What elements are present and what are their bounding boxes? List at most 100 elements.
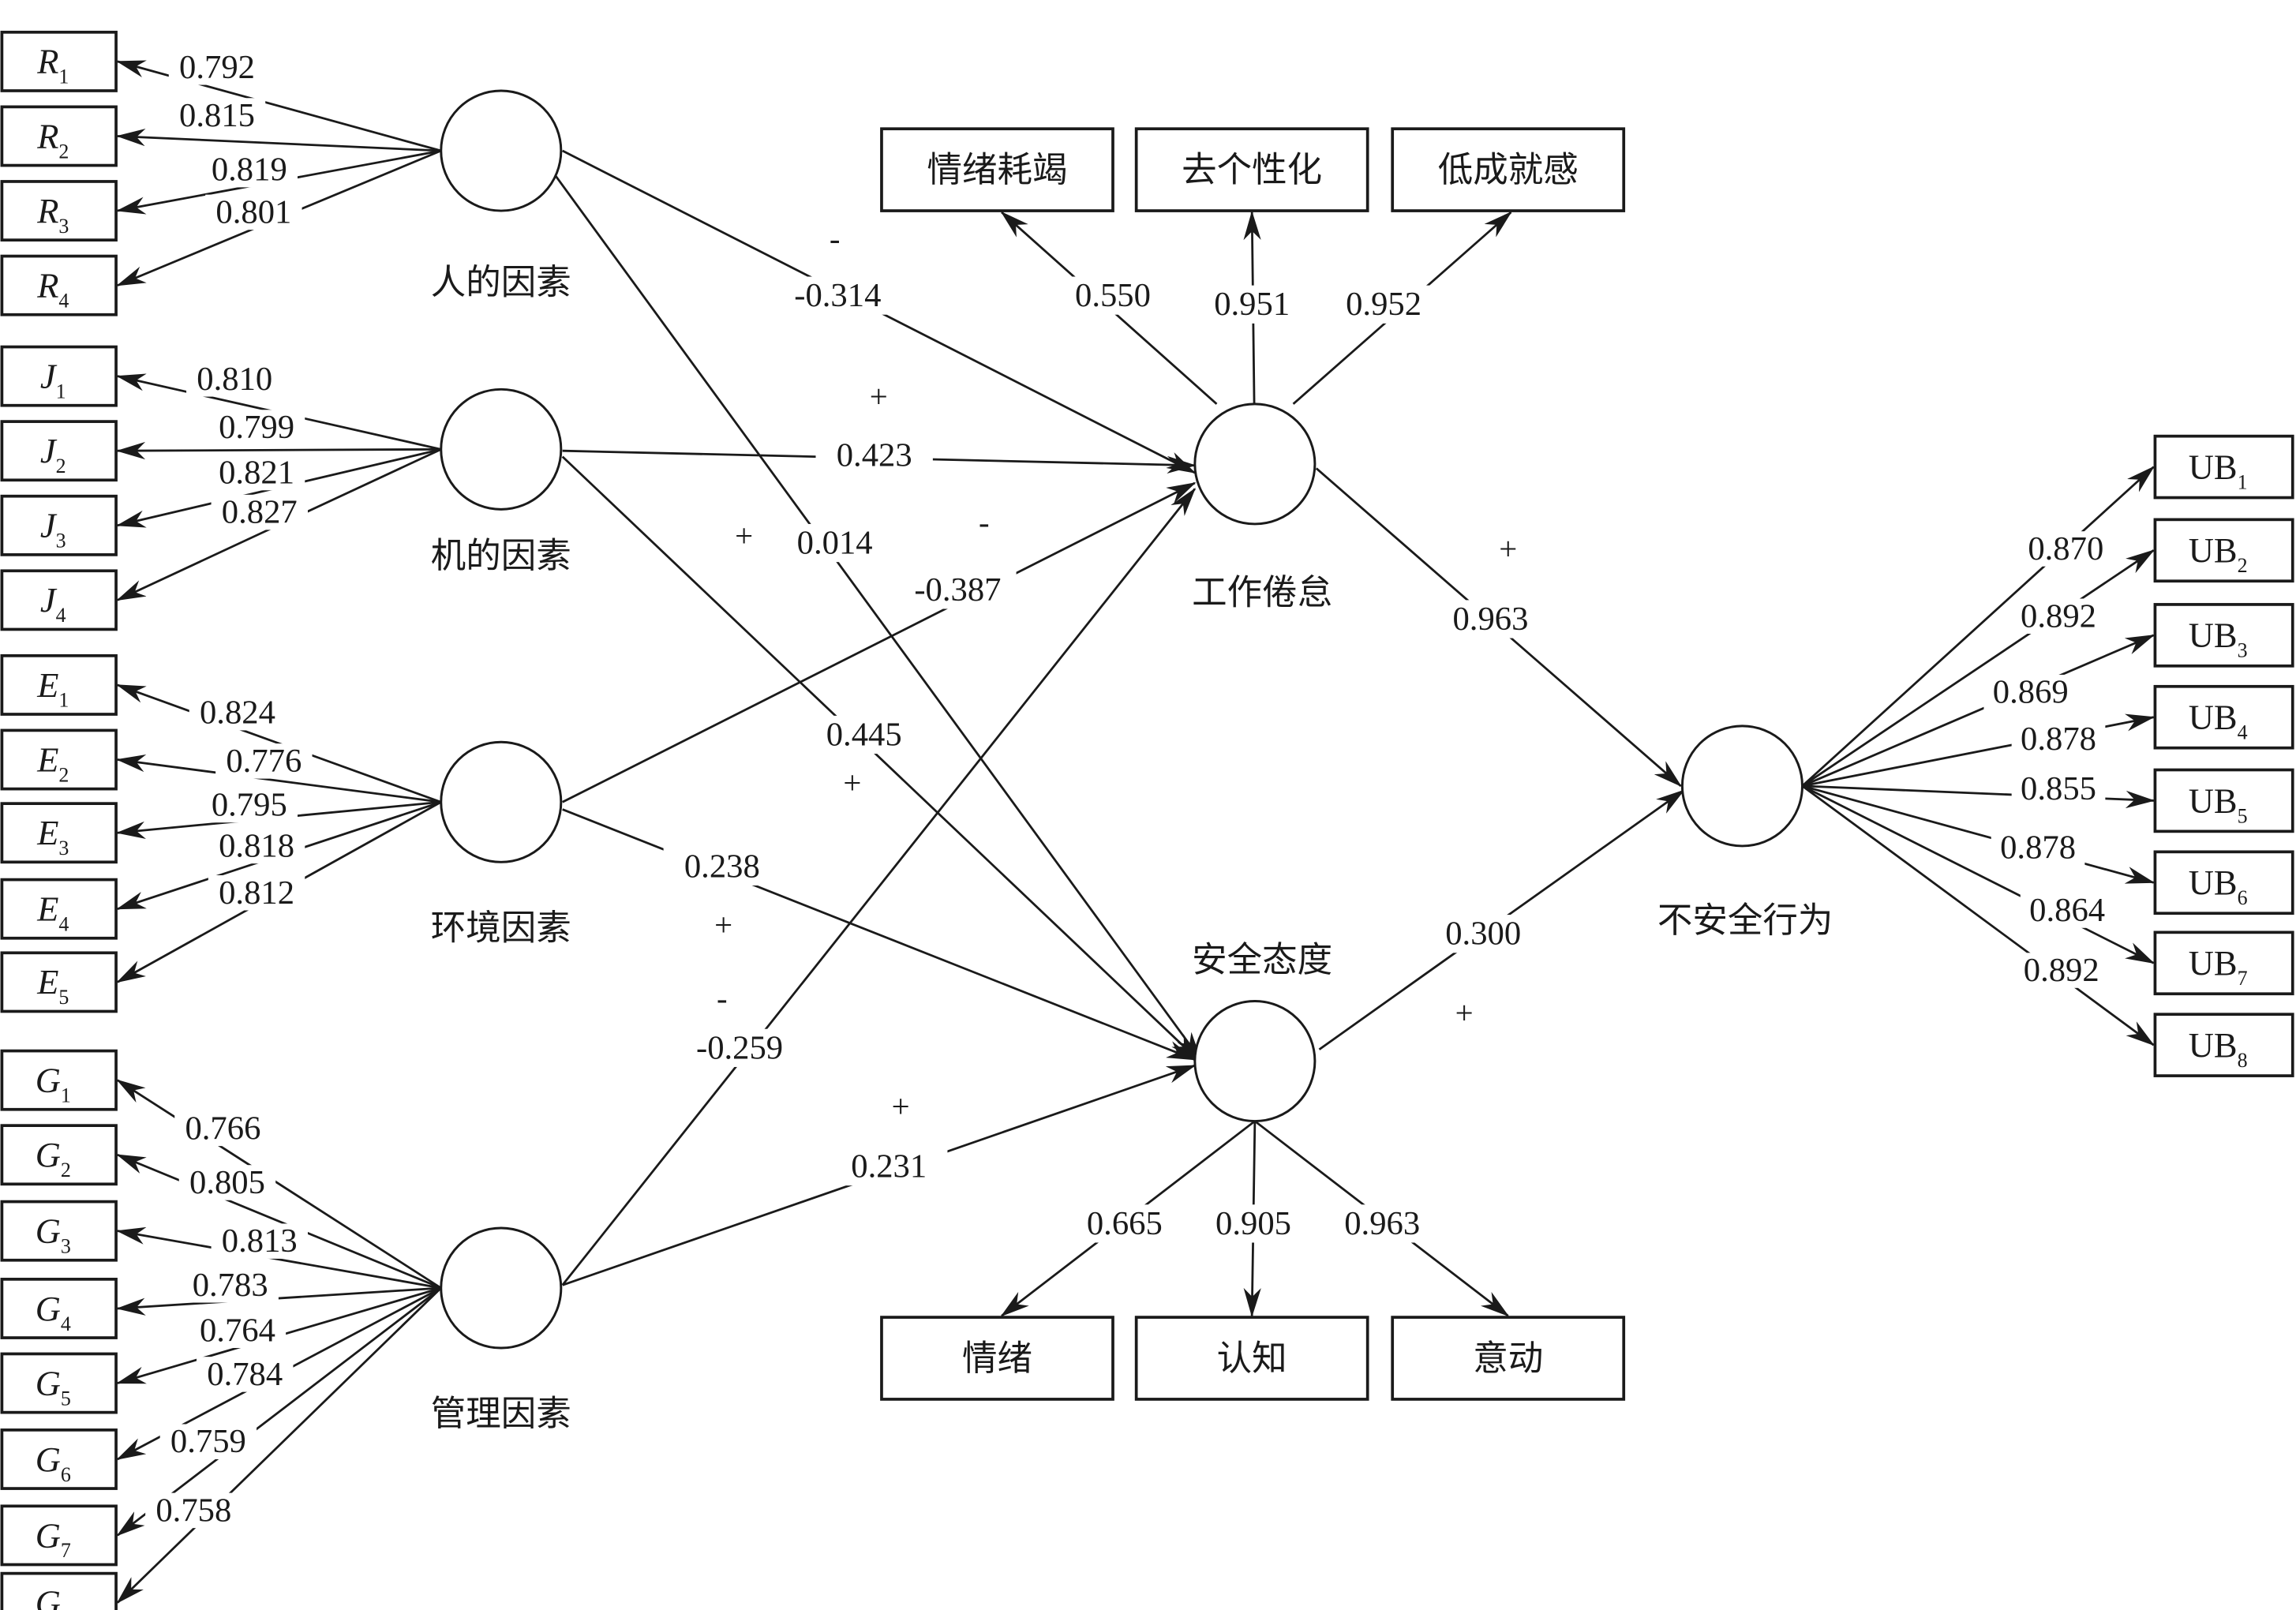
path-sign: -	[979, 505, 990, 541]
latent-human	[440, 89, 563, 212]
label-background	[1991, 829, 2085, 866]
indicator-E1: E1	[0, 653, 118, 716]
indicator-letter: UB	[2189, 447, 2238, 486]
loading-value: 0.870	[2028, 530, 2103, 567]
indicator-G5: G5	[0, 1352, 118, 1414]
latent-label-burnout: 工作倦怠	[1192, 573, 1332, 613]
latent-unsafe	[1680, 724, 1803, 848]
indicator-subscript: 5	[61, 1387, 71, 1410]
indicator-label: 情绪	[962, 1339, 1032, 1379]
indicator-box	[0, 1049, 118, 1111]
indicator-label: 意动	[1473, 1339, 1543, 1379]
indicator-letter: UB	[2189, 943, 2238, 983]
loading-value: 0.783	[193, 1267, 268, 1304]
indicator-letter: E	[36, 889, 58, 929]
indicator-G7: G7	[0, 1504, 118, 1567]
loading-value: 0.905	[1215, 1205, 1291, 1242]
indicator-box	[2153, 518, 2294, 583]
indicator-letter: G	[36, 1440, 61, 1479]
indicator-letter: G	[36, 1583, 61, 1610]
indicator-letter: R	[36, 191, 58, 230]
indicator-letter: UB	[2189, 781, 2238, 820]
indicator-R4: R4	[0, 254, 118, 316]
indicator-subscript: 1	[61, 1084, 71, 1106]
indicator-label: E5	[36, 962, 69, 1009]
indicator-box	[0, 569, 118, 631]
loading-value: 0.784	[207, 1356, 283, 1393]
indicator-letter: E	[36, 665, 58, 705]
loading-value: 0.819	[212, 152, 287, 189]
indicator-box	[1134, 1316, 1369, 1401]
indicator-label: UB2	[2189, 530, 2248, 577]
latent-label-human: 人的因素	[431, 262, 571, 302]
label-background	[208, 875, 305, 911]
indicator-box	[0, 420, 118, 482]
label-background	[899, 571, 1017, 609]
path-coefficient: 0.300	[1445, 915, 1521, 953]
loading-value: 0.792	[179, 49, 255, 86]
indicator-J1: J1	[0, 345, 118, 407]
indicator-letter: R	[36, 42, 58, 81]
label-background	[208, 410, 305, 445]
path-sign: -	[830, 221, 841, 256]
indicator-J4: J4	[0, 569, 118, 631]
nodes-layer: R1R2R3R4J1J2J3J4E1E2E3E4E5G1G2G3G4G5G6G7…	[0, 30, 2294, 1610]
indicator-subscript: 7	[61, 1539, 71, 1562]
indicator-label: G5	[36, 1363, 71, 1410]
indicator-label: G8	[36, 1583, 71, 1610]
indicator-box	[0, 494, 118, 556]
label-background	[1206, 1204, 1301, 1243]
label-background	[2011, 598, 2106, 635]
label-background	[168, 50, 266, 85]
loading-arrow-machine-2	[116, 441, 441, 460]
indicator-label: G1	[36, 1060, 71, 1106]
indicator-label: R1	[36, 42, 69, 88]
loading-value: 0.759	[170, 1423, 246, 1460]
indicator-box	[0, 951, 118, 1013]
label-background	[182, 1267, 279, 1303]
loading-arrow-environment-2	[116, 754, 441, 803]
path-sign: +	[843, 766, 861, 801]
indicator-label: J2	[40, 431, 66, 477]
indicator-letter: UB	[2189, 616, 2238, 655]
indicator-label: 低成就感	[1438, 150, 1579, 190]
latent-label-management: 管理因素	[431, 1394, 571, 1434]
indicator-label: G4	[36, 1289, 71, 1335]
label-background	[208, 455, 305, 491]
path-coefficient: 0.014	[797, 525, 873, 562]
indicator-G8: G8	[0, 1571, 118, 1610]
path-sign: +	[1499, 531, 1517, 567]
label-background	[1066, 276, 1160, 315]
loading-value: 0.758	[155, 1492, 231, 1529]
loading-value: 0.550	[1075, 277, 1151, 314]
loading-value: 0.824	[200, 695, 275, 732]
indicator-box	[2153, 768, 2294, 833]
loading-value: 0.952	[1346, 286, 1421, 323]
path-sign: +	[870, 379, 888, 414]
indicator-subscript: 3	[2238, 639, 2248, 662]
label-background	[174, 1110, 272, 1147]
label-background	[1425, 915, 1542, 953]
indicator-label: UB6	[2189, 863, 2248, 909]
indicator-letter: J	[40, 506, 58, 545]
loading-value: 0.812	[219, 874, 294, 912]
label-background	[168, 98, 266, 133]
indicator-label: E1	[36, 665, 69, 712]
loading-value: 0.799	[219, 409, 294, 446]
label-background	[2018, 531, 2113, 567]
path-coefficient: 0.445	[826, 716, 902, 753]
labels-layer: 0.7920.8150.8190.8010.8100.7990.8210.827…	[145, 49, 2114, 1529]
loading-value: 0.951	[1214, 286, 1290, 323]
label-background	[1983, 674, 2078, 710]
indicator-label: UB4	[2189, 698, 2248, 744]
label-background	[1077, 1204, 1172, 1243]
indicator-burnout-3: 低成就感	[1391, 127, 1626, 212]
latent-environment	[440, 740, 563, 863]
indicator-burnout-1: 情绪耗竭	[880, 127, 1114, 212]
indicator-label: R2	[36, 116, 69, 163]
indicator-subscript: 2	[61, 1159, 71, 1181]
indicator-label: E2	[36, 739, 69, 786]
indicator-label: UB5	[2189, 781, 2248, 827]
indicator-box	[0, 105, 118, 167]
label-background	[186, 361, 283, 397]
